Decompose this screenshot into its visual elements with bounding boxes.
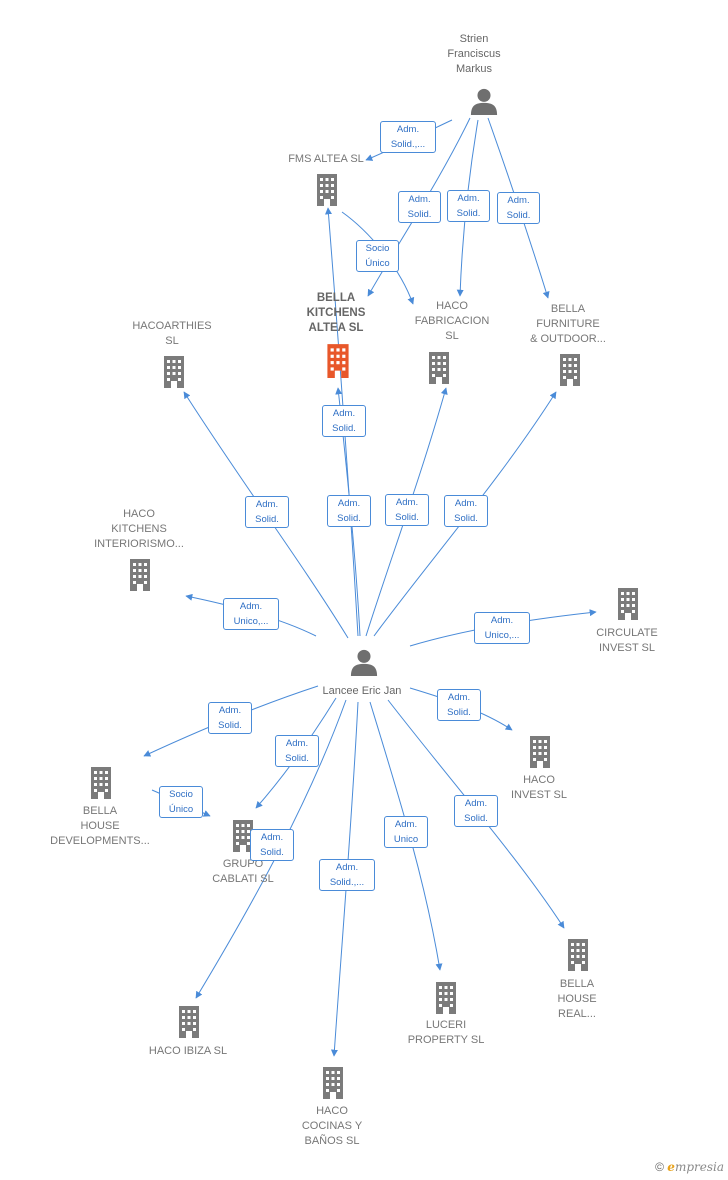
edge-label[interactable]: Adm. Solid. <box>322 405 366 437</box>
building-icon <box>91 767 111 799</box>
edge-label[interactable]: Adm. Solid. <box>275 735 319 767</box>
edge-label[interactable]: Adm. Solid. <box>447 190 490 222</box>
company-hacoarthies[interactable]: HACOARTHIES SL <box>132 320 212 347</box>
edge-label[interactable]: Adm. Solid. <box>245 496 289 528</box>
edge-label[interactable]: Adm. Solid.,... <box>319 859 375 891</box>
edge-label[interactable]: Socio Único <box>159 786 203 818</box>
person-icon <box>350 649 378 676</box>
company-luceri-property[interactable]: LUCERI PROPERTY SL <box>407 1019 485 1046</box>
building-icon <box>429 352 449 384</box>
edge-label[interactable]: Adm. Solid. <box>385 494 429 526</box>
edge-label[interactable]: Adm. Solid. <box>444 495 488 527</box>
company-bella-furniture[interactable]: BELLA FURNITURE & OUTDOOR... <box>530 303 606 345</box>
edge-label[interactable]: Adm. Solid. <box>437 689 481 721</box>
building-icon <box>568 939 588 971</box>
edge-label[interactable]: Adm. Solid. <box>497 192 540 224</box>
company-haco-ibiza[interactable]: HACO IBIZA SL <box>148 1045 228 1057</box>
building-icon <box>560 354 580 386</box>
person-label-strien: Strien Franciscus Markus <box>447 33 501 75</box>
main-building-icon <box>327 344 349 378</box>
company-circulate-invest[interactable]: CIRCULATE INVEST SL <box>596 627 658 654</box>
edge-label[interactable]: Adm. Solid. <box>454 795 498 827</box>
company-bella-house-developments[interactable]: BELLA HOUSE DEVELOPMENTS... <box>50 805 150 847</box>
company-grupo-cablati[interactable]: GRUPO CABLATI SL <box>212 858 274 885</box>
company-haco-kitchens[interactable]: HACO KITCHENS INTERIORISMO... <box>94 508 184 550</box>
person-icon <box>470 88 498 115</box>
building-icon <box>179 1006 199 1038</box>
edge-label[interactable]: Adm. Solid. <box>327 495 371 527</box>
brand-name: mpresia <box>674 1160 724 1174</box>
company-bella-kitchens-altea[interactable]: BELLA KITCHENS ALTEA SL <box>306 292 366 334</box>
building-icon <box>436 982 456 1014</box>
brand-e: e <box>667 1160 675 1174</box>
edge-label[interactable]: Socio Único <box>356 240 399 272</box>
edge-label[interactable]: Adm. Solid.,... <box>380 121 436 153</box>
building-icon <box>618 588 638 620</box>
building-icon <box>317 174 337 206</box>
person-label-lancee: Lancee Eric Jan <box>322 685 402 697</box>
copyright-icon: © <box>655 1160 664 1174</box>
company-bella-house-real[interactable]: BELLA HOUSE REAL... <box>557 978 597 1020</box>
edge-label[interactable]: Adm. Solid. <box>208 702 252 734</box>
edge-label[interactable]: Adm. Solid. <box>398 191 441 223</box>
building-icon <box>164 356 184 388</box>
building-icon <box>323 1067 343 1099</box>
company-fms-altea[interactable]: FMS ALTEA SL <box>288 153 364 165</box>
company-haco-cocinas[interactable]: HACO COCINAS Y BAÑOS SL <box>301 1105 363 1147</box>
company-haco-fabricacion[interactable]: HACO FABRICACION SL <box>414 300 490 342</box>
edge-label[interactable]: Adm. Unico,... <box>223 598 279 630</box>
edge-label[interactable]: Adm. Unico <box>384 816 428 848</box>
company-haco-invest[interactable]: HACO INVEST SL <box>510 774 568 801</box>
brand-logo: © empresia <box>655 1160 724 1174</box>
building-icon <box>530 736 550 768</box>
building-icon <box>130 559 150 591</box>
edge-label[interactable]: Adm. Solid. <box>250 829 294 861</box>
edge-label[interactable]: Adm. Unico,... <box>474 612 530 644</box>
